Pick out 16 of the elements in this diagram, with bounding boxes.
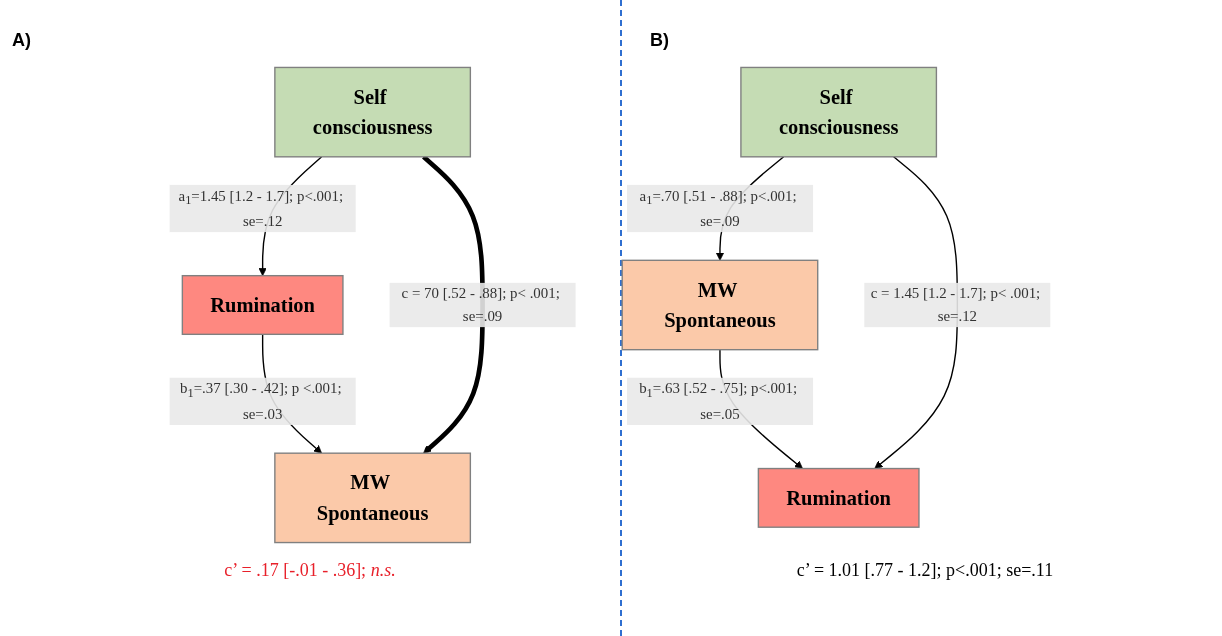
node-box: Self consciousness (740, 66, 938, 158)
panel-label: A) (12, 30, 31, 51)
node-box: Rumination (757, 467, 920, 528)
edge-label: c = 1.45 [1.2 - 1.7]; p< .001; se=.12 (870, 285, 1041, 324)
edge-label: b$_{1}$=.37 [.30 - .42]; p <.001; se=.03 (179, 380, 342, 422)
edge-label: b$_{1}$=.63 [.52 - .75]; p<.001; se=.05 (639, 380, 798, 422)
edge-label: a$_{1}$=1.45 [1.2 - 1.7]; p<.001; se=.12 (178, 187, 344, 229)
panel-label: B) (650, 30, 669, 51)
effect-note: c’ = 1.01 [.77 - 1.2]; p<.001; se=.11 (795, 560, 1055, 581)
node-box: MW Spontaneous (274, 452, 472, 544)
node-box: Self consciousness (274, 66, 472, 158)
edge-label: c = 70 [.52 - .88]; p< .001; se=.09 (401, 285, 560, 324)
node-box: Rumination (181, 275, 344, 335)
node-box: MW Spontaneous (621, 259, 819, 351)
effect-note: c’ = .17 [-.01 - .36]; n.s. (223, 560, 397, 581)
edge-label: a$_{1}$=.70 [.51 - .88]; p<.001; se=.09 (639, 187, 797, 229)
